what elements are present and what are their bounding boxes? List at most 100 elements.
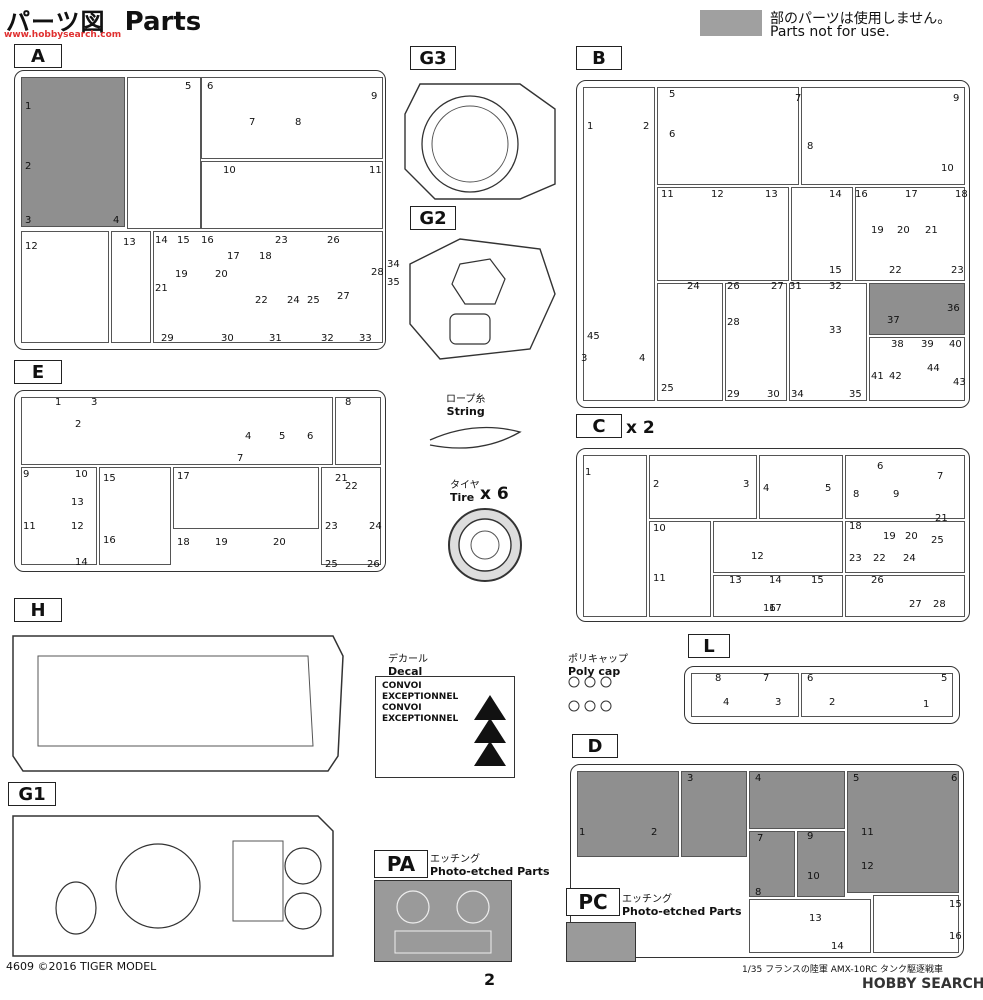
part-number-a-27: 27 [337,291,350,302]
part-number-b-22: 22 [889,265,902,276]
part-number-l-8: 8 [715,673,722,684]
part-number-b-6: 6 [669,129,676,140]
part-number-a-25: 25 [307,295,320,306]
part-number-a-15: 15 [177,235,190,246]
part-number-c-18: 18 [849,521,862,532]
part-number-l-2: 2 [829,697,836,708]
part-number-b-3: 3 [581,353,588,364]
sprue-c-part-1 [583,455,647,617]
part-number-e-23: 23 [325,521,338,532]
part-number-b-15: 15 [829,265,842,276]
part-number-c-9: 9 [893,489,900,500]
part-number-a-14: 14 [155,235,168,246]
part-number-b-30: 30 [767,389,780,400]
part-number-e-24: 24 [369,521,382,532]
sprue-b-part-38-44 [869,337,965,401]
sprue-e-part-21-26 [321,467,381,565]
part-number-b-35: 35 [849,389,862,400]
part-number-e-26: 26 [367,559,380,570]
part-number-a-16: 16 [201,235,214,246]
part-number-c-23: 23 [849,553,862,564]
turret-top-g3 [404,83,556,200]
part-number-a-28: 28 [371,267,384,278]
part-number-b-19: 19 [871,225,884,236]
part-number-d-2: 2 [651,827,658,838]
polycap-label: ポリキャップ Poly cap [568,650,628,678]
sprue-b-part-13-15 [791,187,853,281]
part-number-b-41: 41 [871,371,884,382]
part-number-a-18: 18 [259,251,272,262]
string-label-en: String [446,405,485,418]
sprue-d-part-3 [681,771,747,857]
part-number-b-29: 29 [727,389,740,400]
tire-label: タイヤ Tire [450,476,480,504]
part-number-e-4: 4 [245,431,252,442]
part-number-b-44: 44 [927,363,940,374]
part-number-e-7: 7 [237,453,244,464]
part-number-a-10: 10 [223,165,236,176]
sprue-g2-tag: G2 [410,206,456,230]
part-number-b-34: 34 [791,389,804,400]
part-number-d-15: 15 [949,899,962,910]
sprue-l-part-1-6 [801,673,953,717]
part-number-c-17: 17 [769,603,782,614]
part-number-e-20: 20 [273,537,286,548]
part-number-d-8: 8 [755,887,762,898]
part-number-c-22: 22 [873,553,886,564]
sprue-e-part-8 [335,397,381,465]
part-number-e-14: 14 [75,557,88,568]
sprue-h-tag: H [14,598,62,622]
decal-line-1: CONVOI [382,681,422,691]
part-number-e-17: 17 [177,471,190,482]
part-number-b-36: 36 [947,303,960,314]
part-number-e-11: 11 [23,521,36,532]
part-number-b-26: 26 [727,281,740,292]
legend-en: Parts not for use. [770,24,890,40]
decal-label: デカール Decal [388,650,428,678]
polycap-label-en: Poly cap [568,665,621,678]
sprue-c-part-6-9 [845,455,965,519]
part-number-b-37: 37 [887,315,900,326]
part-number-l-6: 6 [807,673,814,684]
part-number-c-15: 15 [811,575,824,586]
sprue-b-part-5-6 [657,87,799,185]
part-number-b-21: 21 [925,225,938,236]
part-number-e-2: 2 [75,419,82,430]
part-number-b-27: 27 [771,281,784,292]
sprue-d-part-5-6 [847,771,959,893]
pa-fret-detail [394,890,492,954]
part-number-a-13: 13 [123,237,136,248]
sprue-b-part-16-23 [855,187,965,281]
sprue-c-part-12 [713,521,843,573]
part-number-e-16: 16 [103,535,116,546]
part-number-e-5: 5 [279,431,286,442]
copyright: ©2016 [37,960,77,973]
part-number-b-13: 13 [765,189,778,200]
part-number-b-12: 12 [711,189,724,200]
part-number-c-4: 4 [763,483,770,494]
part-number-a-24: 24 [287,295,300,306]
part-number-b-8: 8 [807,141,814,152]
sprue-d-tag: D [572,734,618,758]
part-number-c-14: 14 [769,575,782,586]
page-title: パーツ図 Parts [6,2,201,37]
part-number-e-6: 6 [307,431,314,442]
brand: TIGER MODEL [80,960,157,973]
sprue-c-part-18-25 [845,521,965,573]
part-number-a-3: 3 [25,215,32,226]
sprue-l-tag: L [688,634,730,658]
part-number-b-16: 16 [855,189,868,200]
kit-code: 4609 [6,960,34,973]
part-number-d-7: 7 [757,833,764,844]
sprue-d-part-1-2 [577,771,679,857]
part-number-l-3: 3 [775,697,782,708]
part-number-e-8: 8 [345,397,352,408]
part-number-a-22: 22 [255,295,268,306]
sprue-c-part-4-5 [759,455,843,519]
sprue-d-part-4 [749,771,845,829]
part-number-d-1: 1 [579,827,586,838]
part-number-e-9: 9 [23,469,30,480]
title-en: Parts [124,7,202,37]
